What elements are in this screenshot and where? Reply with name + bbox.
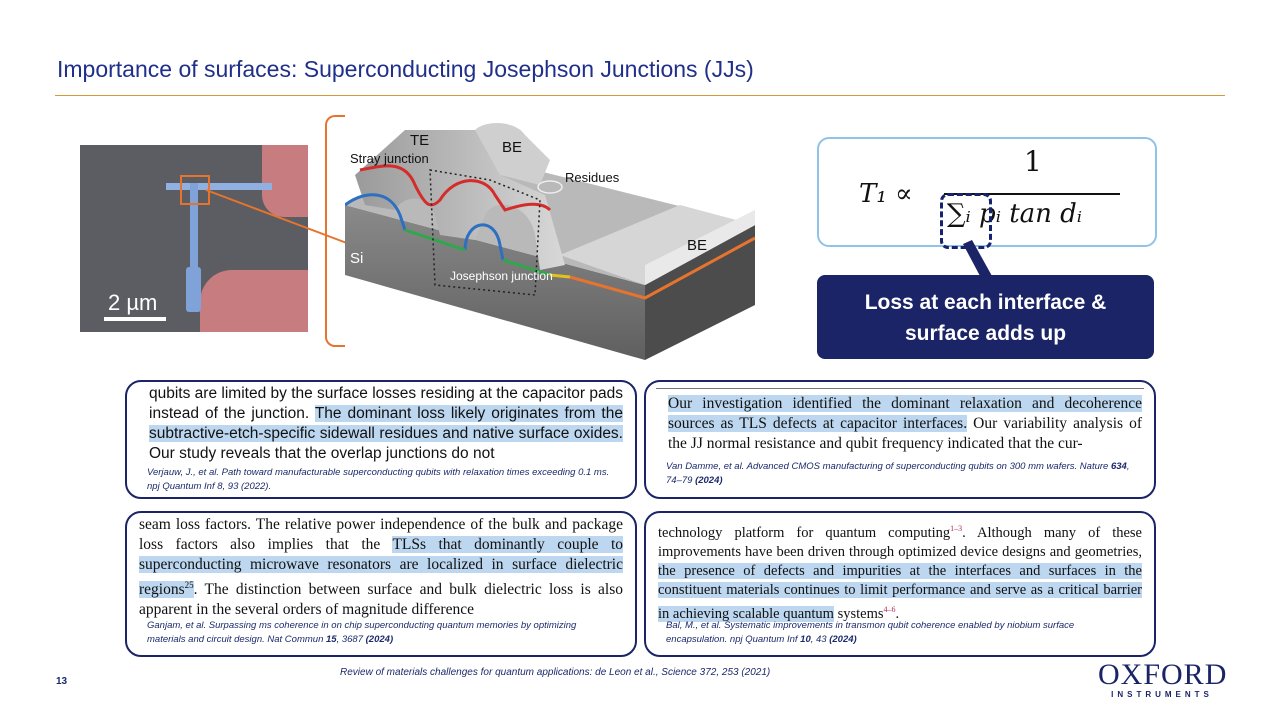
citation: Van Damme, et al. Advanced CMOS manufact… [666,461,1130,486]
label-be-right: BE [687,237,707,254]
yellow-interface-line [549,273,571,279]
quote-text: seam loss factors. The relative power in… [139,516,624,619]
callout-line1: Loss at each interface & [864,291,1107,314]
label-te: TE [410,132,429,149]
formula-fraction-bar [944,193,1120,195]
label-residues: Residues [565,170,620,185]
substrate-side [645,225,755,360]
orange-interface-line [569,236,755,300]
bottom-electrode-top [475,123,550,185]
sem-pad-bottom [200,270,308,332]
residue-ellipse [537,180,563,194]
page-number: 13 [56,676,68,687]
blue-stray-line [345,193,407,231]
citation: Bal, M., et al. Systematic improvements … [666,620,1075,645]
green-interface-line [404,228,551,277]
quote-box-van-damme: Our investigation identified the dominan… [644,380,1156,499]
formula-numerator: 1 [1024,145,1042,178]
sem-pad-top [262,145,308,217]
label-si: Si [350,250,363,267]
red-interface-line [359,164,552,212]
loss-formula-box: T₁ ∝ 1 ∑ᵢ pᵢ tan dᵢ [817,137,1157,247]
review-citation: Review of materials challenges for quant… [340,667,771,678]
quote-highlight: the presence of defects and impurities a… [658,562,1142,622]
logo-subtitle: INSTRUMENTS [1111,690,1213,699]
sem-wire-vertical [190,183,198,283]
formula-lhs: T₁ ∝ [859,179,913,209]
sem-zoom-box [180,175,210,205]
quote-box-ganjam: seam loss factors. The relative power in… [125,511,637,657]
label-be-top: BE [502,139,522,156]
oxford-instruments-logo: OXFORD INSTRUMENTS [1098,660,1226,702]
quote-rule [656,388,1144,389]
be-right-top [560,205,755,285]
label-stray-junction: Stray junction [350,151,429,166]
citation: Ganjam, et al. Surpassing ms coherence i… [147,620,577,645]
sem-wire-lead [186,267,201,312]
zoom-bracket [325,115,345,347]
slide-title: Importance of surfaces: Superconducting … [57,56,754,82]
quote-text: qubits are limited by the surface losses… [149,385,623,462]
sem-micrograph: 2 µm [80,145,308,332]
top-electrode [355,130,565,270]
label-josephson-junction: Josephson junction [450,269,553,283]
quote-text: technology platform for quantum computin… [658,524,1142,622]
title-divider [55,95,1225,96]
quote-box-verjauw: qubits are limited by the surface losses… [125,380,637,499]
sum-highlight-box [940,193,992,249]
junction-dotted-region [429,169,541,296]
quote-text: Our investigation identified the dominan… [668,395,1143,452]
josephson-junction-figure: TE BE Stray junction Residues BE Si Jose… [345,123,755,360]
callout-line2: surface adds up [904,322,1067,345]
scale-bar [104,317,166,321]
loss-callout: Loss at each interface & surface adds up [817,275,1154,359]
quote-box-bal: technology platform for quantum computin… [644,511,1156,657]
blue-junction-line [463,223,505,261]
substrate-front [345,205,645,360]
citation: Verjauw, J., et al. Path toward manufact… [147,467,610,492]
sem-wire-horizontal [166,183,272,190]
scale-bar-label: 2 µm [108,290,158,315]
formula-denominator: ∑ᵢ pᵢ tan dᵢ [947,199,1083,229]
logo-wordmark: OXFORD [1098,658,1228,691]
